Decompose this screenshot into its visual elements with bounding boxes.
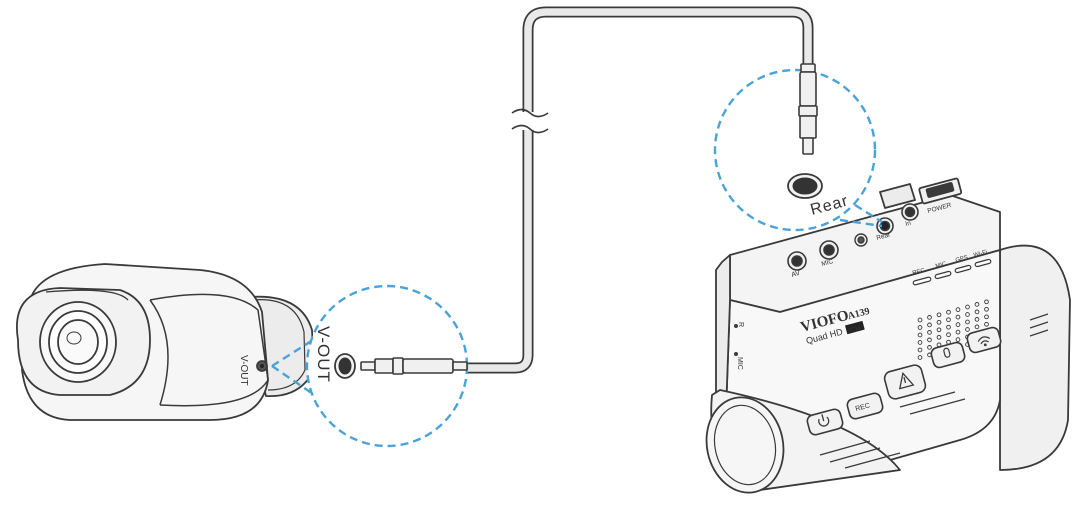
grille-hole: [927, 322, 932, 328]
grille-hole: [927, 330, 932, 335]
v-out-callout: V-OUT: [271, 284, 469, 448]
grille-hole: [936, 312, 942, 318]
rec-button-label: REC: [855, 402, 871, 413]
grille-hole: [965, 319, 970, 325]
grille-hole: [984, 321, 989, 327]
grille-hole: [946, 309, 951, 315]
v-out-plug: [360, 357, 468, 375]
extension-cable: [465, 6, 814, 374]
mic-icon: [943, 347, 951, 358]
grille-hole: [946, 324, 951, 330]
grille-hole: [984, 299, 989, 305]
grille-hole: [917, 317, 923, 323]
led-gps-label: GPS: [955, 255, 969, 264]
power-button[interactable]: [806, 408, 844, 436]
grille-hole: [936, 319, 942, 325]
front-vents: [819, 391, 966, 469]
grille-hole: [927, 345, 932, 350]
grille-hole: [917, 355, 923, 360]
grille-hole: [927, 337, 932, 343]
side-r-label: R: [737, 322, 744, 327]
rear-camera: [16, 263, 315, 421]
tag-2ch-label: 3CH: [847, 325, 862, 335]
v-out-body-label: V-OUT: [238, 355, 249, 386]
grille-hole: [974, 309, 980, 315]
cable-break-mark: [511, 108, 549, 134]
port-av: [787, 251, 807, 271]
grille-hole: [965, 312, 970, 317]
grille-hole: [917, 347, 923, 353]
grille-hole: [955, 314, 961, 320]
port-in: [901, 203, 919, 221]
button-row: REC: [806, 326, 1002, 436]
rec-button[interactable]: REC: [846, 392, 884, 420]
av-port-label: AV: [791, 270, 802, 279]
grille-hole: [936, 334, 942, 340]
speaker-grille: [917, 299, 989, 360]
led-indicators: REC MIC GPS Wi-Fi: [912, 250, 992, 286]
mic-port-label: MIC: [821, 258, 835, 268]
led-rec-label: REC: [912, 268, 926, 277]
emergency-button[interactable]: [883, 364, 927, 401]
grille-hole: [974, 302, 980, 307]
grille-hole: [936, 327, 942, 333]
grille-hole: [955, 322, 961, 327]
grille-hole: [955, 307, 961, 312]
rear-port-label: Rear: [876, 231, 892, 242]
rear-plug: [798, 63, 818, 155]
grille-hole: [927, 315, 932, 320]
mic-hole: [854, 233, 868, 247]
port-mic: [819, 240, 839, 260]
grille-hole: [965, 304, 970, 310]
grille-hole: [955, 337, 961, 342]
rear-camera-lens: [39, 301, 117, 383]
rear-callout: Rear: [713, 63, 883, 232]
led-wifi-label: Wi-Fi: [973, 250, 988, 259]
grille-hole: [974, 317, 980, 322]
side-mic-label: MIC: [736, 357, 743, 370]
led-mic-label: MIC: [935, 261, 948, 270]
grille-hole: [974, 324, 980, 330]
grille-hole: [917, 340, 923, 345]
grille-hole: [917, 332, 923, 338]
power-icon: [818, 414, 830, 427]
v-out-callout-label: V-OUT: [314, 326, 333, 383]
grille-hole: [984, 306, 989, 312]
grille-hole: [965, 327, 970, 332]
grille-hole: [984, 314, 989, 320]
mic-button[interactable]: [930, 341, 966, 369]
grille-hole: [917, 325, 923, 330]
in-port-label: In: [905, 220, 912, 228]
wifi-icon: [977, 336, 991, 347]
front-dashcam: [705, 177, 1071, 494]
grille-hole: [955, 329, 961, 335]
grille-hole: [946, 317, 951, 323]
wifi-button[interactable]: [966, 326, 1002, 354]
grille-hole: [946, 332, 951, 338]
warning-icon: [898, 371, 915, 390]
